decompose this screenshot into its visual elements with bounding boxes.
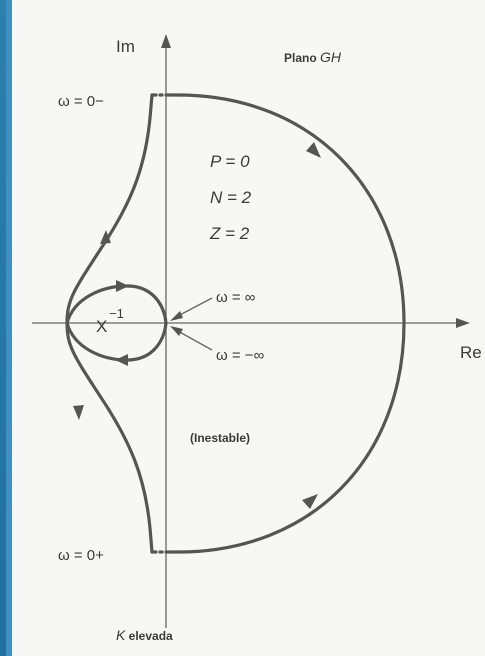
param-z: Z = 2: [209, 224, 250, 243]
omega-zero-plus-label: ω = 0+: [58, 547, 104, 564]
param-p: P = 0: [210, 152, 250, 171]
nyquist-diagram-page: Im Re Plano GH X −1 P = 0 N = 2 Z = 2 ω …: [12, 0, 485, 656]
omega-infinity-leader-arrow: [170, 311, 183, 321]
caption-k: K: [116, 627, 126, 643]
critical-point-label: X: [96, 317, 107, 336]
axis-label-re: Re: [460, 343, 482, 362]
omega-zero-minus-label: ω = 0−: [58, 93, 104, 110]
arrow-outer-top: [306, 142, 321, 158]
omega-minus-infinity-label: ω = −∞: [216, 347, 265, 364]
caption: K elevada: [116, 627, 173, 643]
arrow-inner-bottom: [115, 354, 128, 366]
axis-label-im: Im: [116, 37, 135, 56]
arrow-left-bottom: [73, 405, 84, 420]
param-n: N = 2: [210, 188, 252, 207]
arrow-left-top: [100, 230, 111, 244]
left-accent-stripe: [0, 0, 6, 656]
inner-loop: [65, 284, 168, 362]
critical-point-exponent: −1: [109, 306, 124, 321]
plane-label: Plano GH: [284, 49, 342, 65]
omega-minus-infinity-leader: [175, 329, 213, 351]
omega-minus-infinity-leader-arrow: [170, 326, 183, 336]
omega-infinity-label: ω = ∞: [216, 289, 256, 306]
plane-label-gh: GH: [320, 49, 342, 65]
imaginary-axis-arrow: [161, 34, 171, 48]
omega-infinity-leader: [175, 297, 213, 318]
caption-rest: elevada: [125, 629, 173, 643]
real-axis-arrow: [456, 318, 470, 328]
nyquist-plot: Im Re Plano GH X −1 P = 0 N = 2 Z = 2 ω …: [32, 34, 482, 643]
stability-label: (Inestable): [190, 431, 250, 445]
plane-label-prefix: Plano: [284, 51, 320, 65]
arrow-inner-top: [116, 280, 129, 292]
arrow-outer-bottom: [302, 494, 318, 509]
outer-contour: [164, 93, 406, 554]
